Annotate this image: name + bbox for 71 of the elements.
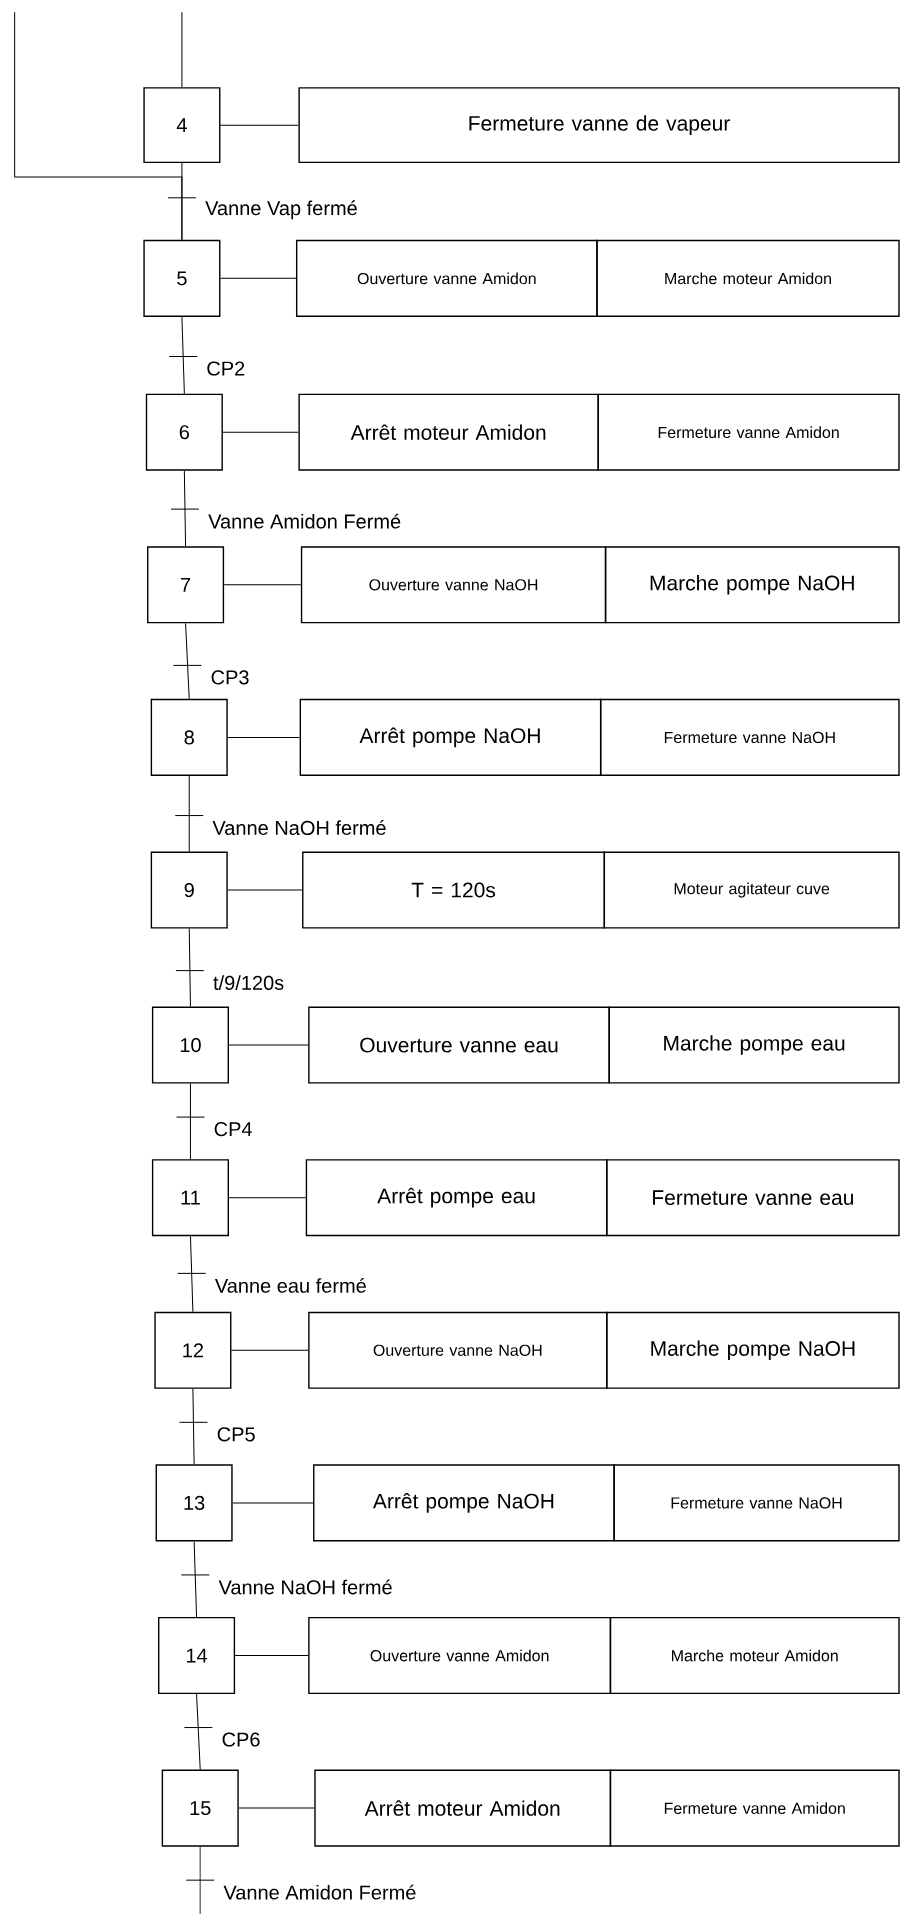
action-box: Arrêt pompe eau bbox=[305, 1159, 608, 1237]
action-box: Fermeture vanne Amidon bbox=[609, 1769, 900, 1847]
link-line bbox=[238, 1807, 315, 1809]
transition-label: t/9/120s bbox=[212, 974, 286, 991]
link-line bbox=[188, 928, 191, 1008]
step-box: 8 bbox=[150, 698, 228, 776]
action-box: Marche moteur Amidon bbox=[609, 1616, 900, 1695]
link-line bbox=[181, 316, 185, 395]
link-line bbox=[223, 584, 302, 586]
link-line bbox=[188, 775, 190, 852]
action-box: Ouverture vanne NaOH bbox=[308, 1311, 608, 1389]
step-box: 15 bbox=[161, 1769, 239, 1847]
step-box: 5 bbox=[143, 239, 221, 317]
link-line bbox=[219, 277, 297, 279]
action-box: Fermeture vanne NaOH bbox=[613, 1464, 900, 1542]
step-box: 12 bbox=[154, 1311, 232, 1389]
action-box: Fermeture vanne Amidon bbox=[597, 393, 900, 471]
transition-label: Vanne Amidon Fermé bbox=[222, 1883, 418, 1901]
step-box: 4 bbox=[143, 87, 221, 164]
transition-label: Vanne Vap fermé bbox=[204, 199, 359, 221]
link-line bbox=[181, 11, 183, 88]
link-line bbox=[192, 1388, 195, 1465]
link-line bbox=[189, 1235, 194, 1313]
action-box: T = 120s bbox=[302, 851, 606, 929]
link-line bbox=[228, 1197, 307, 1199]
link-line bbox=[232, 1502, 314, 1504]
step-box: 10 bbox=[151, 1006, 229, 1084]
step-box: 11 bbox=[151, 1159, 229, 1237]
link-line bbox=[196, 1693, 201, 1771]
action-box: Fermeture vanne de vapeur bbox=[298, 87, 900, 164]
action-box: Moteur agitateur cuve bbox=[603, 851, 900, 929]
transition-label: Vanne Amidon Fermé bbox=[207, 512, 403, 530]
link-line bbox=[181, 162, 183, 241]
transition-label: CP4 bbox=[212, 1121, 254, 1138]
transition-label: CP3 bbox=[209, 669, 251, 686]
transition-label: CP2 bbox=[205, 360, 247, 377]
link-line bbox=[185, 622, 190, 700]
link-line bbox=[227, 736, 301, 738]
action-box: Ouverture vanne eau bbox=[308, 1006, 610, 1084]
step-box: 9 bbox=[150, 851, 228, 929]
action-box: Arrêt moteur Amidon bbox=[314, 1769, 612, 1847]
action-box: Marche pompe eau bbox=[608, 1006, 900, 1084]
link-line bbox=[193, 1540, 198, 1618]
action-box: Marche pompe NaOH bbox=[606, 1311, 900, 1389]
transition-label: Vanne NaOH fermé bbox=[217, 1578, 394, 1596]
link-line bbox=[234, 1655, 309, 1656]
action-box: Arrêt moteur Amidon bbox=[298, 393, 599, 471]
transition-label: Vanne eau fermé bbox=[213, 1276, 368, 1294]
action-box: Fermeture vanne eau bbox=[606, 1159, 900, 1237]
action-box: Marche pompe NaOH bbox=[604, 546, 900, 624]
step-box: 6 bbox=[145, 393, 223, 471]
action-box: Ouverture vanne Amidon bbox=[295, 239, 598, 317]
action-box: Arrêt pompe NaOH bbox=[313, 1464, 615, 1542]
transition-label: CP5 bbox=[215, 1426, 257, 1443]
action-box: Ouverture vanne Amidon bbox=[308, 1616, 612, 1695]
link-line bbox=[183, 470, 187, 547]
link-line bbox=[228, 1044, 309, 1046]
link-line bbox=[222, 431, 299, 433]
link-line bbox=[219, 124, 299, 126]
action-box: Fermeture vanne NaOH bbox=[599, 698, 900, 776]
link-line bbox=[189, 1083, 191, 1160]
link-line bbox=[227, 889, 303, 891]
transition-label: CP6 bbox=[220, 1731, 262, 1748]
action-box: Arrêt pompe NaOH bbox=[299, 698, 602, 776]
action-box: Marche moteur Amidon bbox=[596, 239, 900, 317]
transition-label: Vanne NaOH fermé bbox=[211, 819, 388, 836]
action-box: Ouverture vanne NaOH bbox=[300, 546, 607, 624]
step-box: 7 bbox=[147, 546, 225, 624]
link-line bbox=[230, 1349, 309, 1351]
step-box: 13 bbox=[155, 1464, 233, 1542]
step-box: 14 bbox=[158, 1616, 236, 1695]
